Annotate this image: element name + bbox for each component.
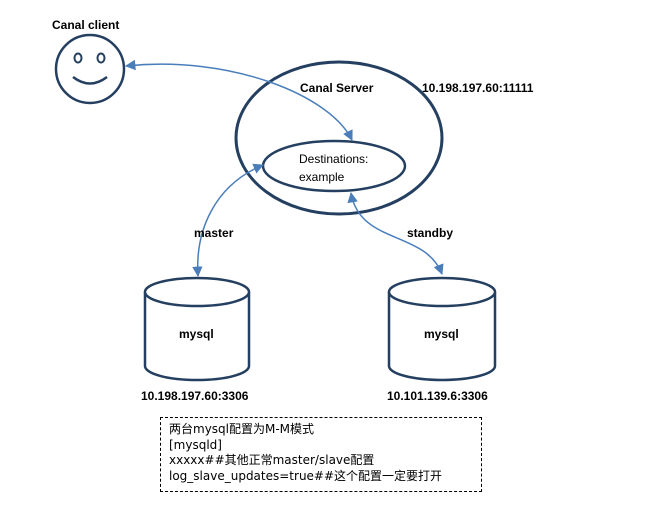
server-label: Canal Server [300, 81, 374, 95]
master-arrow [192, 163, 264, 278]
master-db-address: 10.198.197.60:3306 [141, 389, 249, 403]
master-link-label: master [194, 226, 234, 240]
client-smiley-icon [54, 33, 126, 105]
standby-db-label: mysql [424, 327, 459, 341]
destinations-line2: example [299, 170, 345, 184]
client-server-arrow [124, 59, 353, 141]
master-database-icon [143, 276, 251, 382]
standby-arrow [347, 191, 444, 275]
destinations-line1: Destinations: [299, 152, 368, 166]
note-line: [mysqld] [169, 437, 222, 452]
config-note: 两台mysql配置为M-M模式 [mysqld] xxxxx##其他正常mast… [160, 417, 482, 492]
server-address: 10.198.197.60:11111 [422, 81, 534, 95]
note-line: 两台mysql配置为M-M模式 [169, 422, 315, 436]
client-label: Canal client [52, 18, 119, 32]
standby-db-address: 10.101.139.6:3306 [387, 389, 488, 403]
note-line: xxxxx##其他正常master/slave配置 [169, 453, 375, 467]
standby-database-icon [387, 276, 497, 382]
note-line: log_slave_updates=true##这个配置一定要打开 [169, 468, 443, 483]
master-db-label: mysql [179, 327, 214, 341]
standby-link-label: standby [407, 226, 453, 240]
